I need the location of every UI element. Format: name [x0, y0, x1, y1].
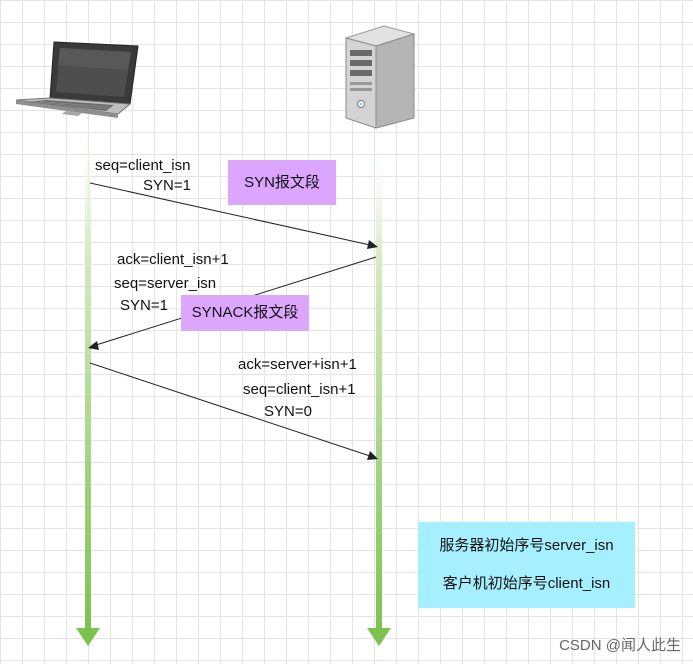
legend-server-isn: 服务器初始序号server_isn — [439, 537, 614, 554]
laptop-icon — [15, 41, 139, 118]
client-lifeline-arrowhead — [76, 628, 100, 646]
server-lifeline-arrowhead — [367, 628, 391, 646]
legend-client-isn: 客户机初始序号client_isn — [442, 575, 611, 592]
msg1-line2: SYN=1 — [143, 177, 191, 194]
msg1-line1: seq=client_isn — [95, 157, 191, 174]
msg2-line3: SYN=1 — [120, 297, 168, 314]
msg2-line2: seq=server_isn — [114, 275, 217, 292]
client-lifeline — [76, 112, 100, 646]
synack-segment-tag: SYNACK报文段 — [181, 295, 309, 331]
message-arrow-syn — [89, 182, 378, 249]
msg3-line1: ack=server+isn+1 — [238, 356, 357, 373]
server-lifeline — [367, 128, 391, 646]
msg3-line3: SYN=0 — [264, 403, 312, 420]
msg3-line2: seq=client_isn+1 — [243, 381, 356, 398]
isn-legend-box: 服务器初始序号server_isn 客户机初始序号client_isn — [418, 522, 635, 608]
csdn-watermark: CSDN @闻人此生 — [559, 637, 681, 654]
server-icon — [344, 25, 416, 129]
message-arrow-ack — [89, 362, 378, 460]
syn-segment-tag: SYN报文段 — [228, 160, 336, 205]
msg2-line1: ack=client_isn+1 — [117, 251, 229, 268]
